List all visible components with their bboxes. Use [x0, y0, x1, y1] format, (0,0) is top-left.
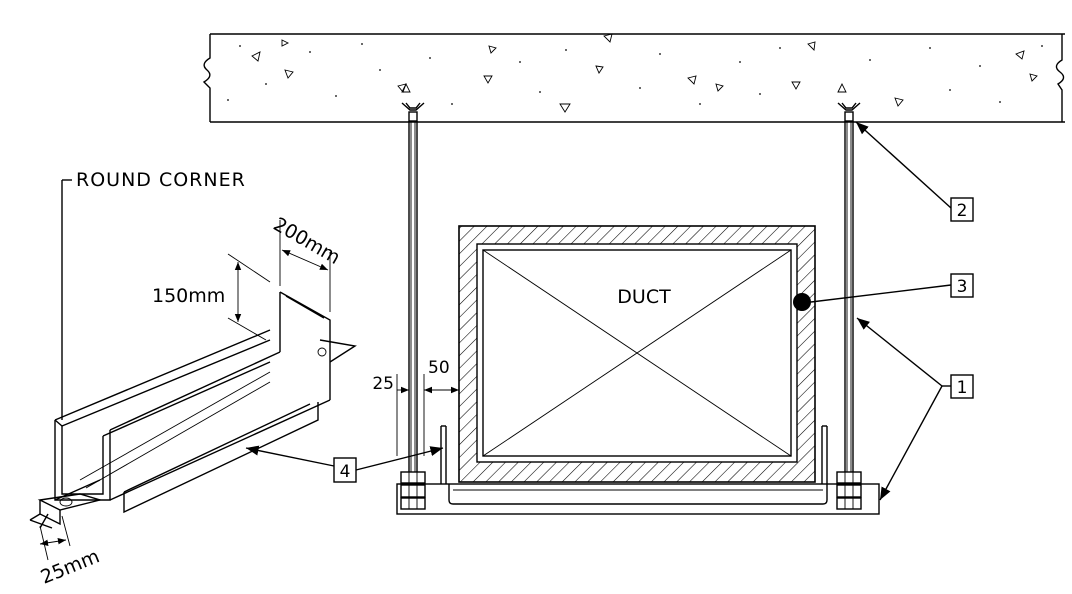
aggregate-triangles — [251, 33, 1038, 113]
duct-assembly: DUCT — [458, 225, 816, 483]
dim-150mm-label: 150mm — [152, 285, 225, 307]
svg-text:3: 3 — [957, 277, 968, 297]
isometric-channel-detail: ROUND CORNER 200mm — [29, 169, 357, 589]
anchor-left — [401, 102, 425, 122]
svg-text:2: 2 — [957, 201, 968, 221]
nuts-left — [400, 471, 426, 510]
nuts-right — [836, 471, 862, 510]
callout-2: 2 — [855, 121, 974, 222]
dim-25-label: 25 — [372, 374, 394, 394]
svg-text:4: 4 — [340, 462, 351, 482]
round-corner-label: ROUND CORNER — [76, 169, 246, 191]
threaded-rod-right — [844, 121, 854, 512]
insulation-pin — [793, 293, 811, 311]
dim-25mm-label: 25mm — [38, 545, 103, 588]
concrete-slab — [202, 33, 1065, 123]
duct-label: DUCT — [617, 286, 671, 308]
support-channel — [396, 425, 880, 515]
callout-3: 3 — [810, 273, 974, 303]
threaded-rod-left — [408, 121, 418, 512]
callout-4: 4 — [245, 445, 444, 483]
dimension-25-50: 25 50 — [372, 358, 460, 456]
svg-text:1: 1 — [957, 378, 968, 398]
aggregate-dots — [227, 43, 1043, 105]
callout-1: 1 — [856, 317, 974, 501]
anchor-right — [837, 102, 861, 122]
dim-50-label: 50 — [428, 358, 450, 378]
